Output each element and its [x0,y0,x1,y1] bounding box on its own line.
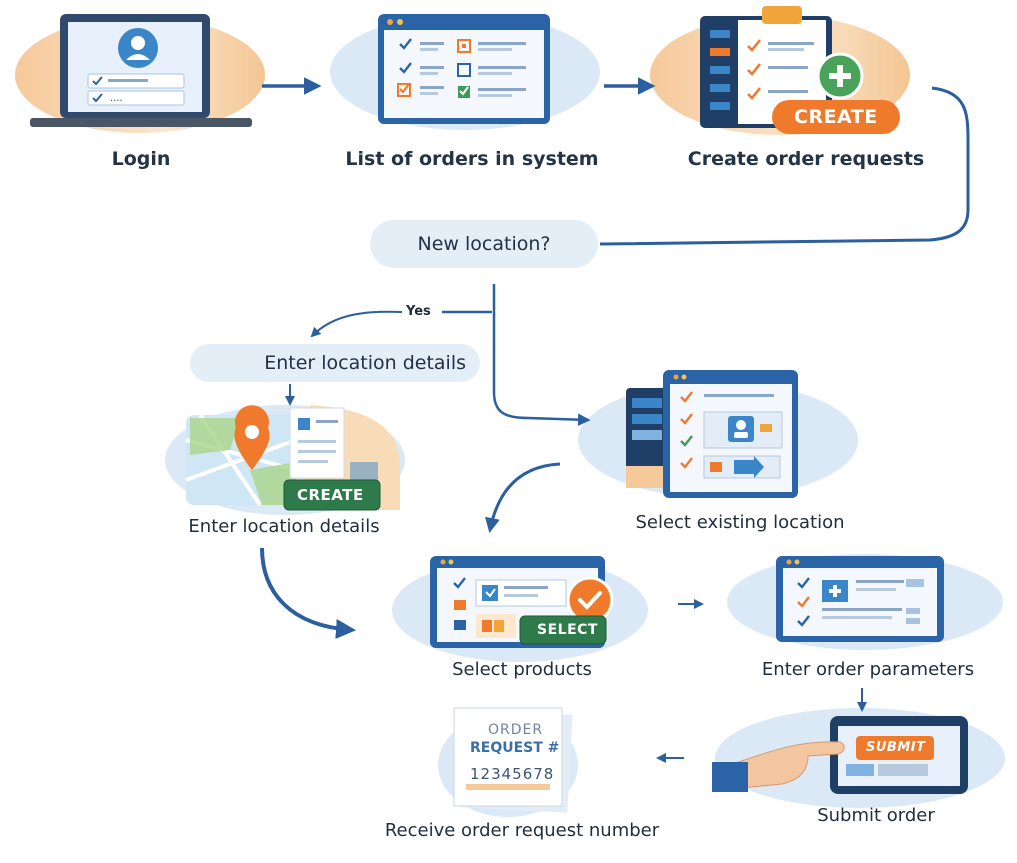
login-illustration: .... [15,14,265,133]
submit-button[interactable] [856,736,934,760]
select-button-label: SELECT [537,622,598,638]
check-icon [680,457,693,469]
pointing-hand-icon [719,741,845,791]
label-select-existing: Select existing location [635,512,845,533]
check-icon [399,38,412,50]
clipboard-clip [762,6,802,24]
check-icon [453,577,466,589]
check-icon [797,577,810,589]
label-submit-order: Submit order [817,805,935,826]
create-location-button[interactable] [283,479,381,511]
laptop-base [30,118,252,127]
check-icon [797,596,810,608]
arrow-yes-to-location [310,310,403,338]
arrow-right-icon [734,456,764,478]
label-select-products: Select products [452,659,592,680]
svg-text:....: .... [110,93,123,104]
check-icon [680,413,693,425]
create-button-top[interactable] [772,100,900,134]
create-location-button-label: CREATE [297,486,364,504]
existing-location-illustration [578,370,858,498]
arrow-decision-to-existing [492,284,591,426]
receipt-line2: REQUEST # [470,740,560,756]
receipt-number: 12345678 [470,765,555,783]
label-receive-number: Receive order request number [384,820,660,841]
label-create-requests: Create order requests [687,148,925,170]
receipt-illustration [438,707,578,817]
check-icon [459,86,469,96]
decision-new-location: New location? [370,220,598,268]
label-login: Login [111,148,171,170]
arrow-location-to-products [260,547,356,639]
parameters-illustration [727,554,1003,650]
connector-create-to-decision [599,86,970,246]
label-enter-location: Enter location details [188,516,380,537]
label-yes: Yes [406,304,431,319]
check-icon [680,435,693,447]
pill-enter-location: Enter location details [190,344,480,382]
approve-badge-icon [566,576,614,624]
products-illustration [392,556,648,662]
check-icon [747,39,762,52]
label-enter-params: Enter order parameters [761,659,975,680]
receipt-line1: ORDER [488,722,544,738]
check-icon [747,63,762,76]
connectors [260,77,970,763]
submit-button-label: SUBMIT [866,740,926,755]
check-icon [92,76,103,86]
check-icon [399,83,410,94]
check-icon [680,391,693,403]
check-icon [92,93,103,103]
check-icon [797,615,810,627]
select-button[interactable] [519,615,607,645]
arrow-existing-to-products [485,462,561,533]
create-button-top-label: CREATE [794,106,878,128]
check-icon [399,62,412,74]
label-list-orders: List of orders in system [345,148,599,170]
orders-list-illustration [330,14,600,130]
sleeve [712,762,748,792]
check-icon [747,87,762,100]
